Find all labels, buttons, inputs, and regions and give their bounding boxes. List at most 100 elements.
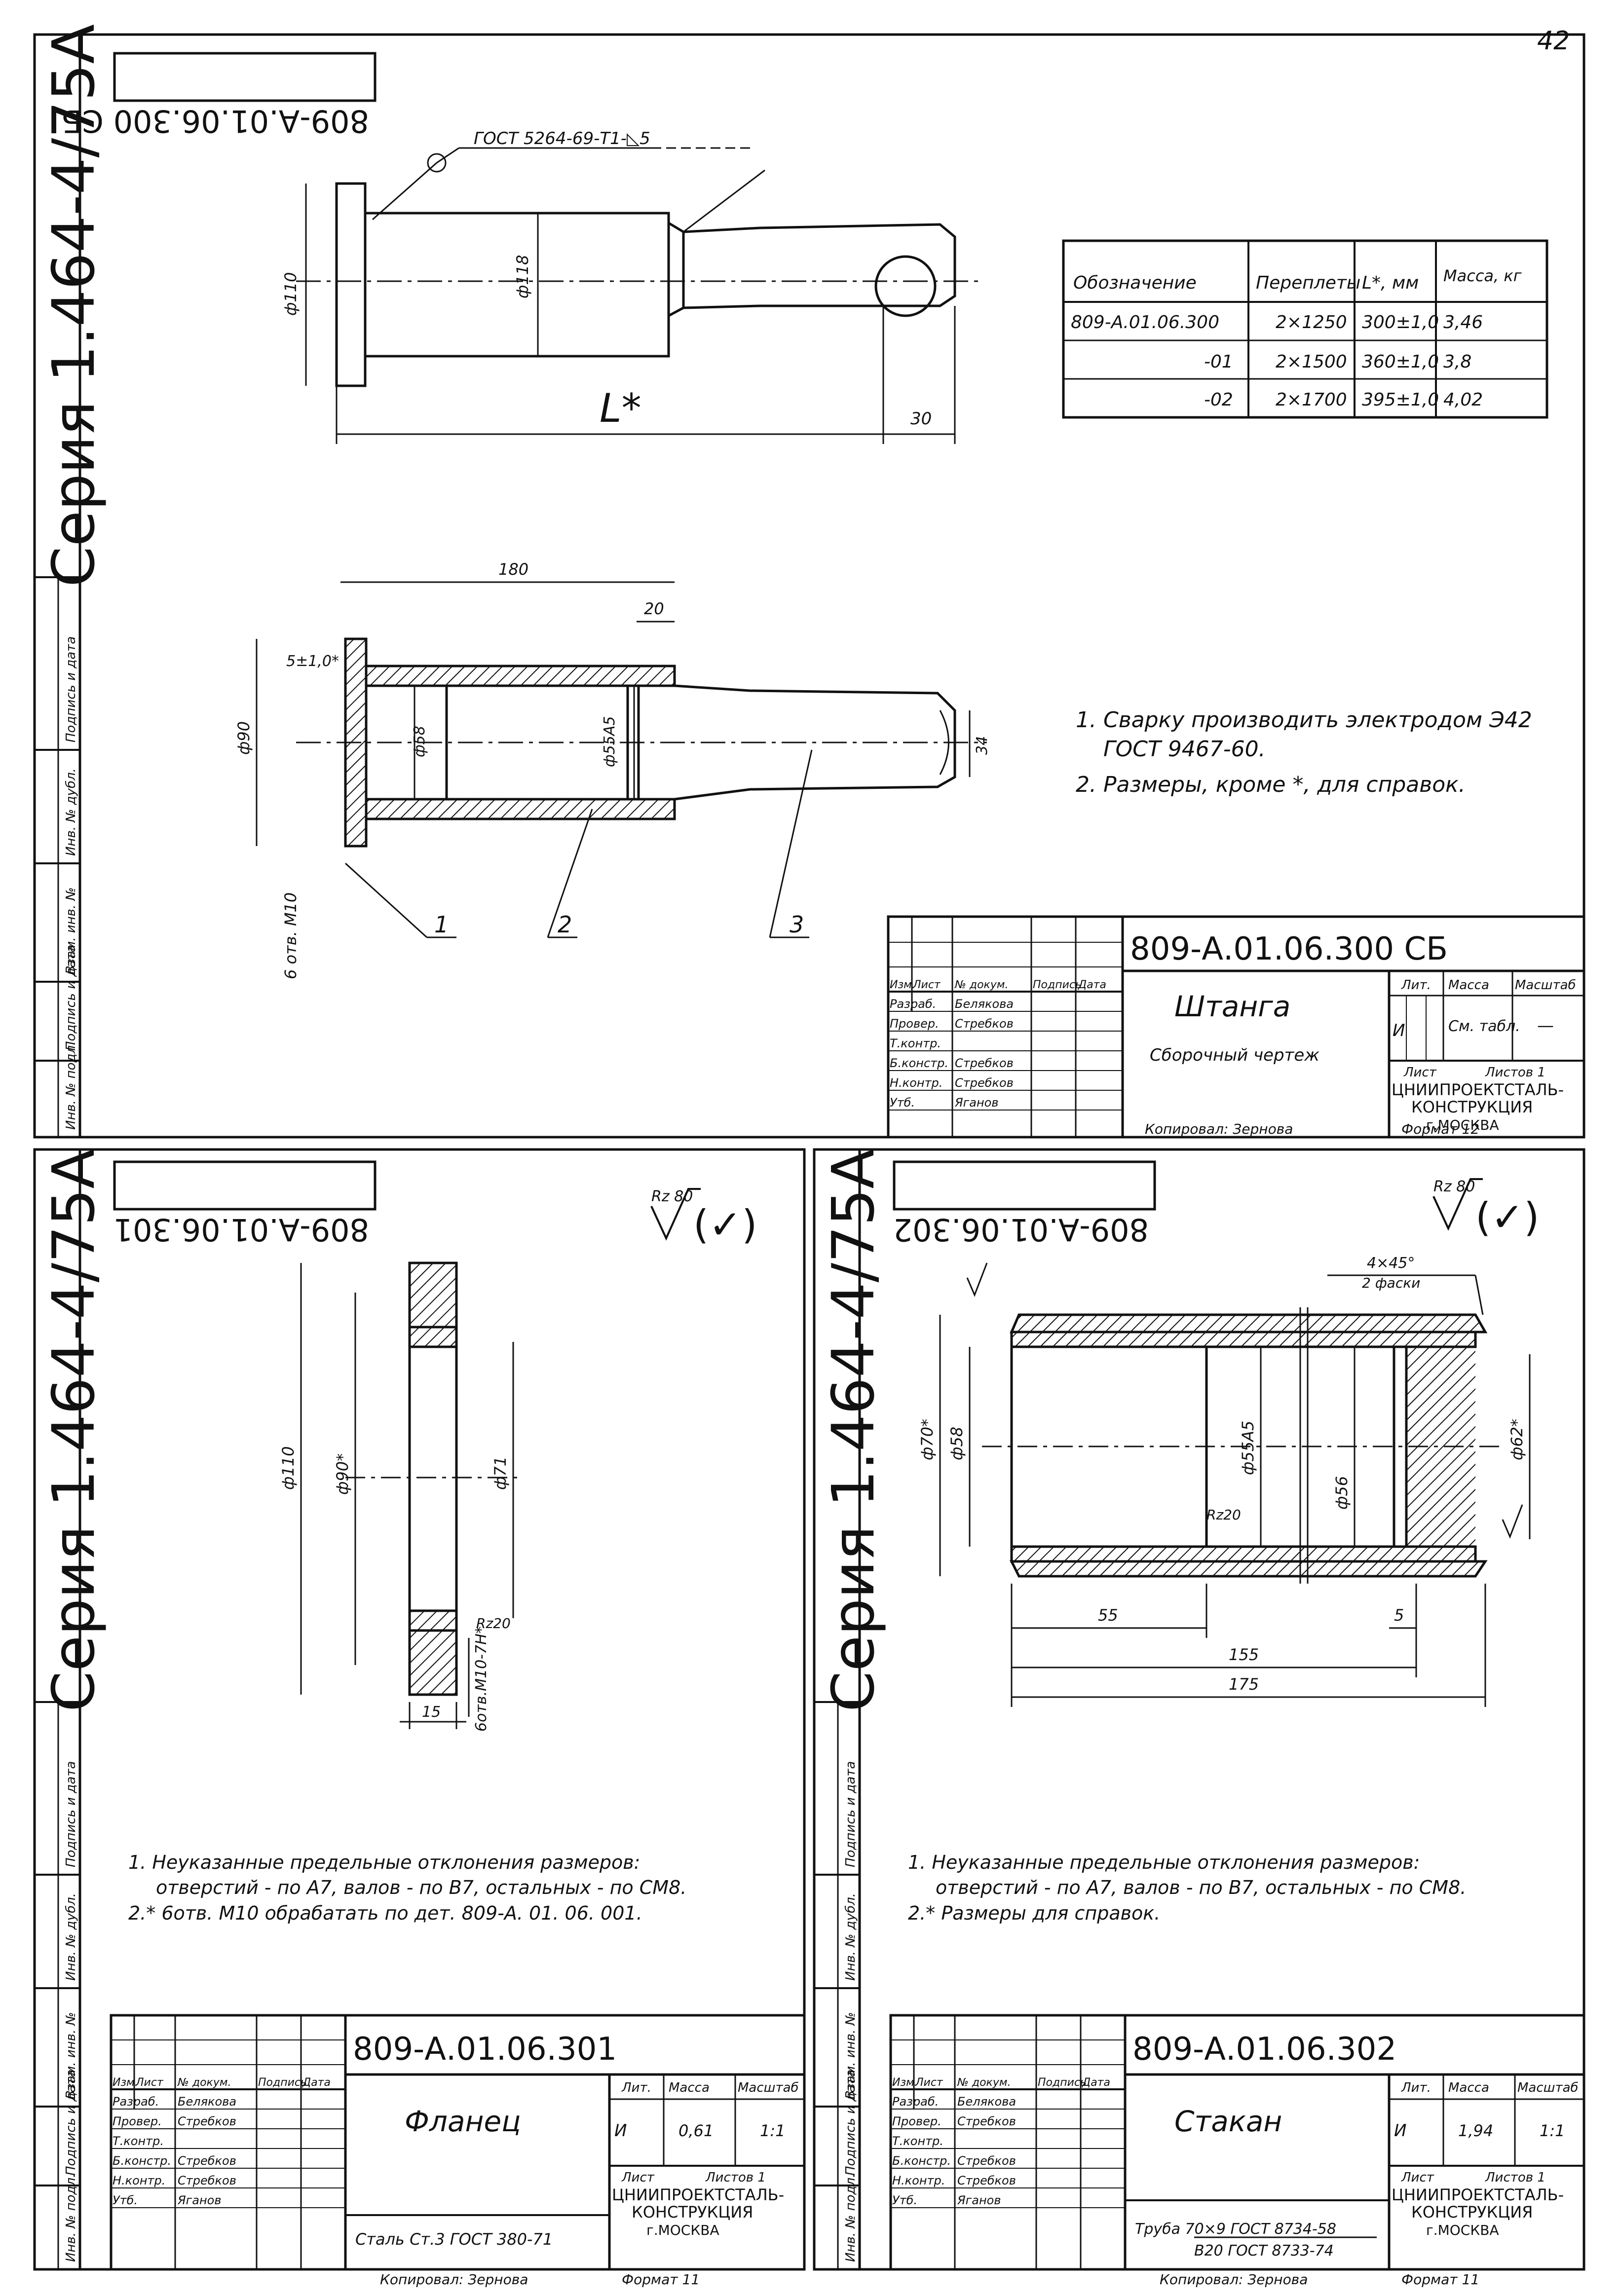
tb-lit: И xyxy=(1394,2121,1406,2141)
dim-text: 20 xyxy=(644,599,664,618)
tb-person: Стребков xyxy=(955,1056,1014,1070)
tb-header: Подпись xyxy=(1038,2076,1087,2089)
table-header: Масса, кг xyxy=(1443,266,1522,285)
tb-person: Белякова xyxy=(178,2095,236,2109)
side-strip-2: Инв. № подл. Подпись и дата Взам. инв. №… xyxy=(35,1701,80,2269)
mirrored-code: 809-А.01.06.302 xyxy=(893,1212,1149,1248)
table-cell: -02 xyxy=(1204,390,1233,410)
notes-sheet-3: 1. Неуказанные предельные отклонения раз… xyxy=(908,1850,1466,1926)
tb-header: Дата xyxy=(1078,979,1106,991)
tb-person: Белякова xyxy=(955,997,1014,1011)
tb-header: Масштаб xyxy=(1517,2080,1579,2095)
dim-text: Rz20 xyxy=(1206,1507,1241,1523)
tb-header: Дата xyxy=(302,2076,331,2089)
side-label: Подпись и дата xyxy=(843,1761,858,1867)
side-label: Подпись и дата xyxy=(64,945,78,1051)
series-label: Серия 1.464-4/75А xyxy=(39,24,108,587)
table-header: Обозначение xyxy=(1073,273,1197,293)
note-line: 1. Неуказанные предельные отклонения раз… xyxy=(128,1852,640,1873)
side-label: Инв. № подл. xyxy=(843,2174,858,2262)
table-cell: 2×1250 xyxy=(1276,312,1347,333)
dim-text: 4×45° xyxy=(1367,1255,1415,1272)
title-block-3 xyxy=(889,2014,1585,2271)
tb-role: Н.контр. xyxy=(113,2174,165,2187)
tb-role: Провер. xyxy=(890,1017,939,1031)
table-cell: 809-А.01.06.300 xyxy=(1071,312,1219,333)
dim-text: 180 xyxy=(498,560,528,579)
tb-header: Лист xyxy=(621,2170,655,2185)
tb-header: Изм. xyxy=(890,979,915,991)
page-number: 42 xyxy=(1537,26,1570,56)
tb-header: Лист xyxy=(915,2076,943,2089)
table-cell: 4,02 xyxy=(1443,390,1483,410)
table-cell: -01 xyxy=(1204,352,1233,372)
dim-text: 5±1,0* xyxy=(286,653,339,670)
tb-role: Утб. xyxy=(890,1096,915,1110)
sleeve-section xyxy=(939,1262,1531,1707)
side-label: Инв. № дубл. xyxy=(64,1893,78,1981)
part-name: Штанга xyxy=(1174,990,1290,1023)
table-cell: 300±1,0 xyxy=(1362,312,1439,333)
side-label: Подпись и дата xyxy=(64,2070,78,2176)
notes-sheet-1: 1. Сварку производить электродом Э42 ГОС… xyxy=(1076,705,1532,799)
dim-text: 175 xyxy=(1229,1675,1259,1694)
copied-by: Копировал: Зернова xyxy=(1145,1121,1293,1137)
title-block-2 xyxy=(110,2014,806,2271)
series-label: Серия 1.464-4/75А xyxy=(39,1149,108,1712)
note-line: 2.* 6отв. М10 обрабатать по дет. 809-А. … xyxy=(128,1902,642,1924)
format-label: Формат 11 xyxy=(622,2271,700,2288)
tb-org: КОНСТРУКЦИЯ xyxy=(632,2203,753,2222)
tb-header: Лит. xyxy=(621,2080,651,2095)
title-block-1 xyxy=(887,915,1585,1139)
tb-role: Б.констр. xyxy=(892,2154,951,2168)
tb-header: Листов 1 xyxy=(705,2170,766,2185)
tb-role: Разраб. xyxy=(892,2095,939,2109)
tb-role: Н.контр. xyxy=(892,2174,945,2187)
weld-symbol: ГОСТ 5264-69-Т1-◺5 xyxy=(474,129,650,148)
note-line: отверстий - по А7, валов - по В7, осталь… xyxy=(936,1877,1467,1899)
notes-sheet-2: 1. Неуказанные предельные отклонения раз… xyxy=(128,1850,686,1926)
tb-person: Стребков xyxy=(178,2114,236,2128)
side-strip-1: Инв. № подл. Подпись и дата Взам. инв. №… xyxy=(35,576,80,1137)
tb-scale: 1:1 xyxy=(760,2121,786,2140)
side-strip-3: Инв. № подл. Подпись и дата Взам. инв. №… xyxy=(814,1701,860,2269)
sheet-1-assembly: Инв. № подл. Подпись и дата Взам. инв. №… xyxy=(33,24,1585,1139)
mirrored-code: 809-А.01.06.301 xyxy=(113,1212,369,1248)
material: В20 ГОСТ 8733-74 xyxy=(1194,2242,1334,2259)
dim-text: ф58 xyxy=(411,726,428,757)
tb-person: Стребков xyxy=(957,2154,1016,2168)
tb-org: ЦНИИПРОЕКТСТАЛЬ- xyxy=(1392,2185,1564,2204)
table-cell: 2×1500 xyxy=(1276,352,1347,372)
tb-header: Лит. xyxy=(1401,2080,1431,2095)
part-name: Стакан xyxy=(1174,2105,1282,2138)
dim-text: 30 xyxy=(910,409,932,429)
tb-person: Яганов xyxy=(177,2193,222,2207)
tb-role: Утб. xyxy=(892,2193,917,2207)
mirrored-code: 809-А.01.06.300 СБ xyxy=(61,103,369,139)
table-header: L*, мм xyxy=(1362,273,1419,293)
tb-org: КОНСТРУКЦИЯ xyxy=(1411,1098,1533,1116)
dim-text: 155 xyxy=(1229,1645,1259,1664)
tb-header: Листов 1 xyxy=(1485,1065,1545,1080)
side-label: Инв. № дубл. xyxy=(64,768,78,856)
tb-header: Подпись xyxy=(258,2076,307,2089)
side-label: Взам. инв. № xyxy=(64,2012,78,2099)
tb-role: Б.констр. xyxy=(113,2154,171,2168)
table-cell: 3,46 xyxy=(1443,312,1483,333)
doc-code: 809-А.01.06.300 СБ xyxy=(1130,931,1448,967)
tb-header: Масса xyxy=(669,2080,710,2095)
dim-text: ф110 xyxy=(281,272,300,316)
tb-person: Стребков xyxy=(955,1017,1014,1031)
tb-org: г.МОСКВА xyxy=(1426,2222,1499,2238)
table-cell: 360±1,0 xyxy=(1362,352,1439,372)
dim-text: 55 xyxy=(1098,1606,1118,1625)
copied-by: Копировал: Зернова xyxy=(380,2271,528,2288)
material: Труба 70×9 ГОСТ 8734-58 xyxy=(1135,2221,1336,2238)
table-cell: 395±1,0 xyxy=(1362,390,1439,410)
tb-role: Т.контр. xyxy=(892,2134,943,2148)
roughness-check: (✓) xyxy=(693,1202,757,1248)
tb-header: Листов 1 xyxy=(1485,2170,1545,2185)
side-label: Инв. № дубл. xyxy=(843,1893,858,1981)
callout-2: 2 xyxy=(558,911,572,938)
copied-by: Копировал: Зернова xyxy=(1160,2271,1308,2288)
